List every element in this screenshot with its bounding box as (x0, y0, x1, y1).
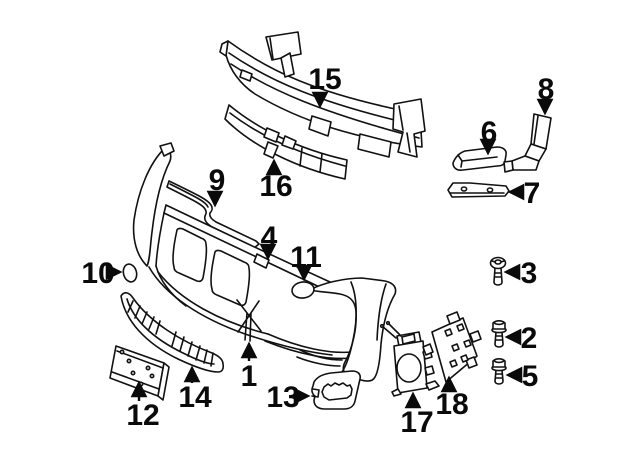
part-16-impact-absorber (224, 104, 348, 180)
callout-3-label[interactable]: 3 (521, 257, 538, 290)
callout-8[interactable]: 8 (536, 73, 555, 116)
part-8-corner-bracket (503, 113, 552, 173)
callout-8-label[interactable]: 8 (538, 73, 555, 106)
callout-2[interactable]: 2 (504, 322, 538, 355)
part-6-guide-bracket (452, 146, 507, 171)
callout-12[interactable]: 12 (126, 380, 160, 432)
callout-12-label[interactable]: 12 (126, 399, 159, 432)
part-1-bumper-cover (132, 142, 397, 382)
callout-10[interactable]: 10 (81, 257, 123, 290)
callout-6[interactable]: 6 (479, 116, 498, 156)
callout-5-label[interactable]: 5 (522, 360, 539, 393)
callout-9-label[interactable]: 9 (209, 164, 226, 197)
callout-10-label[interactable]: 10 (81, 257, 114, 290)
callout-2-label[interactable]: 2 (521, 322, 538, 355)
callout-5[interactable]: 5 (505, 360, 539, 393)
callout-18-label[interactable]: 18 (435, 388, 468, 421)
callout-7[interactable]: 7 (507, 177, 541, 210)
part-2-hex-bolt (491, 320, 507, 348)
callout-11[interactable]: 11 (290, 241, 322, 282)
part-7-mounting-strip (447, 182, 510, 198)
callout-1[interactable]: 1 (240, 341, 258, 393)
callout-1-label[interactable]: 1 (241, 360, 258, 393)
callout-16-label[interactable]: 16 (259, 170, 292, 203)
part-11-cover-plug (291, 281, 315, 299)
callout-3[interactable]: 3 (503, 257, 538, 290)
part-12-license-bracket (109, 345, 170, 401)
callout-13[interactable]: 13 (266, 381, 311, 414)
callout-16[interactable]: 16 (259, 158, 293, 203)
part-5-hex-bolt (491, 358, 507, 385)
callout-14-label[interactable]: 14 (178, 381, 212, 414)
part-14-lower-grille (120, 292, 225, 373)
callout-15[interactable]: 15 (308, 63, 342, 109)
part-18-sensor-bracket (422, 311, 482, 383)
callout-11-label[interactable]: 11 (290, 241, 322, 274)
callout-14[interactable]: 14 (178, 365, 212, 414)
callout-13-label[interactable]: 13 (266, 381, 299, 414)
callout-6-label[interactable]: 6 (481, 116, 498, 149)
callout-9[interactable]: 9 (206, 164, 226, 208)
callout-18[interactable]: 18 (435, 375, 469, 421)
part-3-screw (489, 256, 507, 286)
part-10-cover-plug (122, 263, 138, 283)
callout-7-label[interactable]: 7 (524, 177, 541, 210)
part-17-sensor (379, 320, 440, 397)
part-13-fog-lamp-trim (311, 370, 361, 410)
callout-17[interactable]: 17 (400, 391, 434, 439)
callout-4-label[interactable]: 4 (261, 221, 278, 254)
callout-15-label[interactable]: 15 (308, 63, 341, 96)
callout-4[interactable]: 4 (259, 221, 278, 261)
callout-17-label[interactable]: 17 (400, 406, 433, 439)
